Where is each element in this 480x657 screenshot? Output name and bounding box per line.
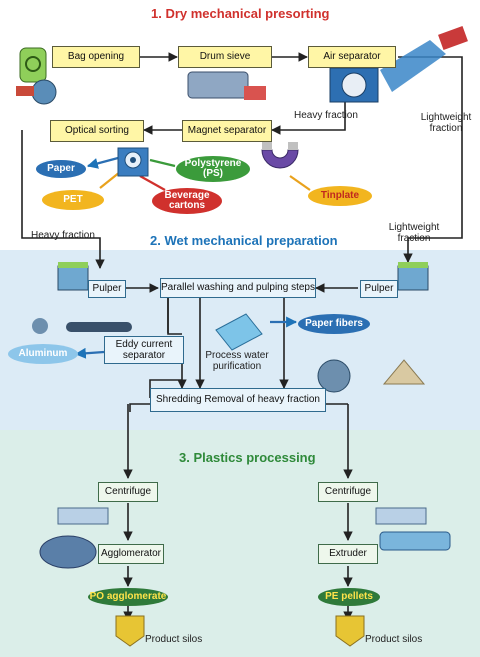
- centrifuge-left-box: Centrifuge: [98, 482, 158, 502]
- eddy-current-box: Eddy current separator: [104, 336, 184, 364]
- process-water-label: Process water purification: [205, 350, 269, 372]
- beverage-cartons-output: Beverage cartons: [152, 188, 222, 214]
- bag-opening-box: Bag opening: [52, 46, 140, 68]
- product-silos-left: Product silos: [145, 634, 203, 645]
- pulper-left-box: Pulper: [88, 280, 126, 298]
- heavy-fraction-label-top: Heavy fraction: [294, 110, 358, 121]
- paper-fibers-output: Paper fibers: [298, 314, 370, 334]
- pe-pellets-output: PE pellets: [318, 588, 380, 606]
- title-dry-presorting: 1. Dry mechanical presorting: [151, 6, 330, 21]
- centrifuge-right-box: Centrifuge: [318, 482, 378, 502]
- optical-sorting-box: Optical sorting: [50, 120, 144, 142]
- air-separator-box: Air separator: [308, 46, 396, 68]
- aluminum-output: Aluminum: [8, 344, 78, 364]
- paper-output: Paper: [36, 160, 86, 178]
- pet-output: PET: [42, 190, 104, 210]
- agglomerator-box: Agglomerator: [98, 544, 164, 564]
- title-plastics-processing: 3. Plastics processing: [179, 450, 316, 465]
- po-agglomerate-output: PO agglomerate: [88, 588, 168, 606]
- lightweight-fraction-label-right: Lightweight fraction: [388, 222, 440, 244]
- extruder-box: Extruder: [318, 544, 378, 564]
- polystyrene-output: Polystyrene (PS): [176, 156, 250, 182]
- magnet-separator-box: Magnet separator: [182, 120, 272, 142]
- tinplate-output: Tinplate: [308, 186, 372, 206]
- shredding-box: Shredding Removal of heavy fraction: [150, 388, 326, 412]
- heavy-fraction-label-left: Heavy fraction: [31, 230, 95, 241]
- title-wet-preparation: 2. Wet mechanical preparation: [150, 233, 338, 248]
- product-silos-right: Product silos: [365, 634, 423, 645]
- drum-sieve-box: Drum sieve: [178, 46, 272, 68]
- parallel-washing-box: Parallel washing and pulping steps: [160, 278, 316, 298]
- lightweight-fraction-label-top: Lightweight fraction: [420, 112, 472, 134]
- pulper-right-box: Pulper: [360, 280, 398, 298]
